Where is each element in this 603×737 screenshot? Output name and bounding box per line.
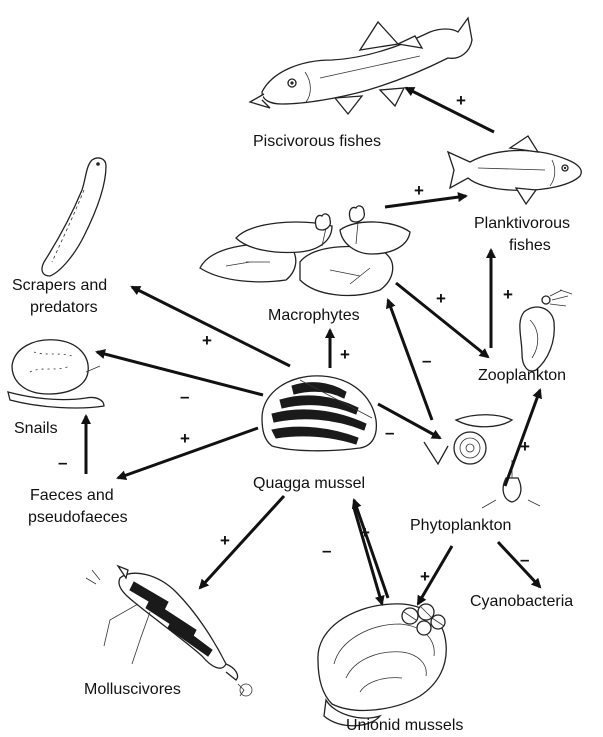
label-scrapers-line2: predators xyxy=(30,299,98,316)
label-quagga: Quagga mussel xyxy=(253,475,365,492)
sign-faeces-to-snails: – xyxy=(58,453,67,472)
sign-unionid-to-quagga: + xyxy=(360,523,370,542)
label-snails: Snails xyxy=(14,420,58,437)
sign-macro-to-zoo: + xyxy=(436,289,446,308)
label-planktivorous-line2: fishes xyxy=(509,237,551,254)
label-unionid: Unionid mussels xyxy=(346,717,463,734)
label-phytoplankton: Phytoplankton xyxy=(410,517,511,534)
sign-quagga-to-unionid: – xyxy=(322,541,331,560)
sign-phyto-to-unionid: + xyxy=(420,567,430,586)
sign-quagga-to-faeces: + xyxy=(180,429,190,448)
sign-phyto-to-macro: – xyxy=(422,351,431,370)
piscivorous-fish-icon xyxy=(250,18,472,114)
arrow-planktivorous-to-piscivorous xyxy=(406,88,494,132)
sign-phyto-to-cyano: – xyxy=(520,550,529,569)
label-cyanobacteria: Cyanobacteria xyxy=(470,593,573,610)
arrow-unionid-to-quagga xyxy=(354,500,388,598)
sign-quagga-to-molluscivores: + xyxy=(220,531,230,550)
molluscivore-bird-icon xyxy=(86,566,252,696)
phytoplankton-icon xyxy=(424,415,540,508)
zooplankton-icon xyxy=(520,290,572,371)
label-faeces-line1: Faeces and xyxy=(30,487,114,504)
label-molluscivores: Molluscivores xyxy=(84,681,181,698)
sign-macro-to-plank: + xyxy=(414,181,424,200)
label-scrapers-line1: Scrapers and xyxy=(12,277,107,294)
arrow-quagga-to-scrapers xyxy=(132,287,290,366)
sign-quagga-to-phyto: – xyxy=(385,423,394,442)
arrow-quagga-to-molluscivores xyxy=(200,496,284,588)
sign-plank-to-pisc: + xyxy=(456,91,466,110)
leech-icon xyxy=(42,158,106,276)
sign-quagga-to-macro: + xyxy=(340,345,350,364)
snail-icon xyxy=(8,340,104,408)
sign-quagga-to-scrapers: + xyxy=(202,331,212,350)
planktivorous-fish-icon xyxy=(448,136,581,204)
quagga-mussel-icon xyxy=(262,376,376,451)
sign-quagga-to-snails: – xyxy=(180,387,189,406)
arrow-macrophytes-to-planktivorous xyxy=(385,196,466,207)
arrow-phytoplankton-to-cyanobacteria xyxy=(498,542,540,587)
label-macrophytes: Macrophytes xyxy=(268,307,360,324)
label-faeces-line2: pseudofaeces xyxy=(28,509,128,526)
label-zooplankton: Zooplankton xyxy=(478,367,566,384)
sign-zoo-to-plank: + xyxy=(503,285,513,304)
label-piscivorous: Piscivorous fishes xyxy=(253,133,381,150)
sign-phyto-to-zoo: + xyxy=(520,437,530,456)
label-planktivorous-line1: Planktivorous xyxy=(474,215,570,232)
unionid-mussel-icon xyxy=(318,604,446,726)
water-lily-icon xyxy=(200,206,410,296)
